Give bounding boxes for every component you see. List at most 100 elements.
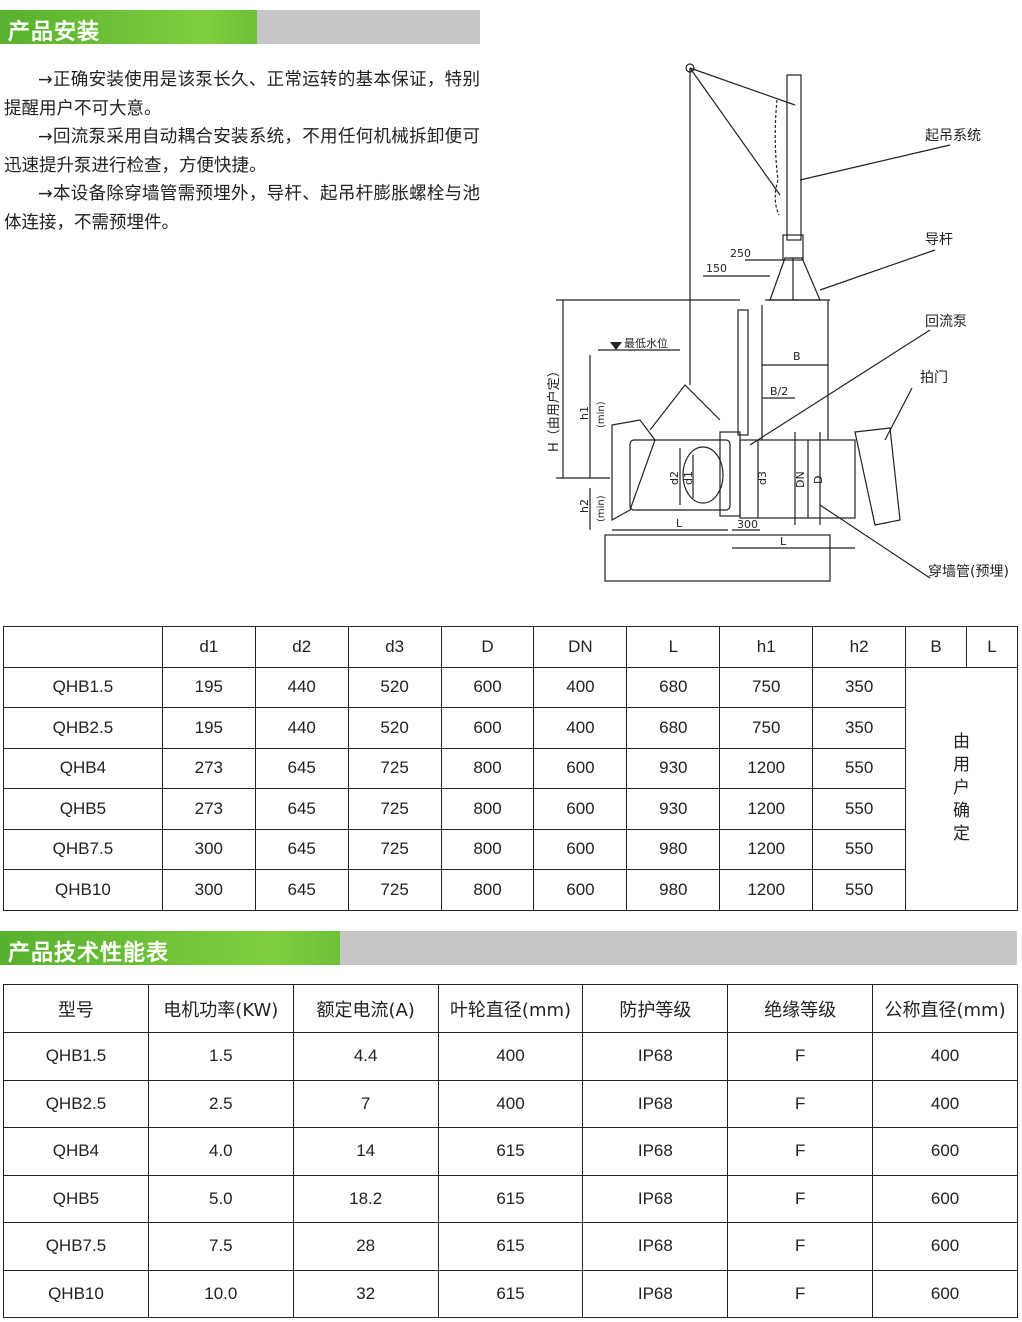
table-cell: QHB1.5 [3, 1032, 149, 1081]
table-cell: 32 [292, 1269, 439, 1318]
table-cell: 440 [254, 666, 349, 708]
table-cell: 725 [347, 828, 442, 870]
table-cell: 615 [437, 1174, 584, 1223]
table-row: QHB4 4.0 14 615 IP68 F 600 [3, 1127, 1018, 1176]
table-cell: 615 [437, 1222, 584, 1271]
table-cell: IP68 [582, 1222, 729, 1271]
dim-300: 300 [737, 518, 758, 531]
table-header: d3 [347, 626, 442, 668]
table-cell: 2.5 [147, 1079, 294, 1128]
table-row: QHB10 300 645 725 800 600 980 1200 550 [3, 869, 1018, 911]
table-row: QHB1.5 1.5 4.4 400 IP68 F 400 [3, 1032, 1018, 1081]
table-header: 电机功率(KW) [147, 984, 294, 1033]
table-header-row: 型号 电机功率(KW) 额定电流(A) 叶轮直径(mm) 防护等级 绝缘等级 公… [3, 984, 1018, 1033]
table-row: QHB5 273 645 725 800 600 930 1200 550 [3, 788, 1018, 830]
table-cell: F [727, 1032, 874, 1081]
dim-h-total: H（由用户定） [546, 364, 562, 452]
table-cell: 550 [812, 869, 907, 911]
callout-guide-rail: 导杆 [925, 232, 953, 248]
table-cell: QHB2.5 [3, 707, 163, 749]
table-cell: 400 [533, 666, 628, 708]
table-cell: 195 [161, 666, 256, 708]
table-cell: 980 [626, 869, 721, 911]
table-row: QHB5 5.0 18.2 615 IP68 F 600 [3, 1174, 1018, 1223]
table-cell: 725 [347, 788, 442, 830]
dim-h1: h1 [578, 406, 591, 420]
dim-l-pipe: L [780, 535, 787, 548]
table-header: 绝缘等级 [727, 984, 874, 1033]
table-cell: 600 [533, 747, 628, 789]
note-char: 定 [953, 824, 971, 844]
note-char: 户 [953, 778, 971, 798]
table-header: D [440, 626, 535, 668]
table-cell: 400 [533, 707, 628, 749]
table-cell: 4.4 [292, 1032, 439, 1081]
table-cell: 195 [161, 707, 256, 749]
table-cell: 520 [347, 707, 442, 749]
table-cell: 600 [533, 788, 628, 830]
table-header [3, 626, 163, 668]
table-header-row: d1 d2 d3 D DN L h1 h2 B L [3, 626, 1018, 668]
table-cell: 350 [812, 707, 907, 749]
table-cell: IP68 [582, 1269, 729, 1318]
table-cell: F [727, 1174, 874, 1223]
table-cell: 750 [719, 707, 814, 749]
table-cell: F [727, 1127, 874, 1176]
callout-wall-pipe: 穿墙管(预埋) [928, 564, 1009, 580]
table-cell: 400 [437, 1079, 584, 1128]
pump-body [629, 439, 731, 511]
table-cell: 400 [437, 1032, 584, 1081]
table-cell: 1200 [719, 869, 814, 911]
discharge-pipe [739, 439, 856, 519]
table-cell: 18.2 [292, 1174, 439, 1223]
table-cell: 1.5 [147, 1032, 294, 1081]
section-title-install: 产品安装 [8, 20, 101, 45]
dim-b-half: B/2 [770, 385, 788, 398]
user-defined-note: 由 用 户 确 定 [905, 666, 1018, 911]
table-cell: 645 [254, 828, 349, 870]
dim-b: B [793, 350, 801, 363]
table-cell: IP68 [582, 1079, 729, 1128]
table-cell: QHB10 [3, 1269, 149, 1318]
table-row: QHB7.5 7.5 28 615 IP68 F 600 [3, 1222, 1018, 1271]
table-cell: 725 [347, 747, 442, 789]
table-cell: 7 [292, 1079, 439, 1128]
table-cell: QHB2.5 [3, 1079, 149, 1128]
table-cell: QHB7.5 [3, 1222, 149, 1271]
note-char: 用 [953, 755, 971, 775]
table-cell: 615 [437, 1127, 584, 1176]
flap-valve [854, 427, 901, 526]
table-header: 防护等级 [582, 984, 729, 1033]
table-cell: 600 [533, 828, 628, 870]
table-cell: 7.5 [147, 1222, 294, 1271]
table-cell: 615 [437, 1269, 584, 1318]
table-cell: 800 [440, 747, 535, 789]
table-cell: 400 [872, 1079, 1018, 1128]
table-cell: 600 [872, 1127, 1018, 1176]
intro-paragraph: →正确安装使用是该泵长久、正常运转的基本保证，特别提醒用户不可大意。 [4, 70, 480, 119]
table-cell: 440 [254, 707, 349, 749]
table-header: 公称直径(mm) [872, 984, 1018, 1033]
table-row: QHB1.5 195 440 520 600 400 680 750 350 由… [3, 666, 1018, 911]
table-cell: QHB5 [3, 788, 163, 830]
table-cell: 930 [626, 788, 721, 830]
dim-d3: d3 [756, 471, 769, 485]
table-cell: 600 [533, 869, 628, 911]
table-header: d1 [161, 626, 256, 668]
table-cell: QHB10 [3, 869, 163, 911]
table-cell: F [727, 1079, 874, 1128]
table-cell: QHB4 [3, 1127, 149, 1176]
table-cell: 273 [161, 747, 256, 789]
table-cell: 800 [440, 828, 535, 870]
table-header: B [905, 626, 968, 668]
table-cell: IP68 [582, 1127, 729, 1176]
table-cell: 600 [872, 1174, 1018, 1223]
table-row: QHB7.5 300 645 725 800 600 980 1200 550 [3, 828, 1018, 870]
table-cell: 800 [440, 788, 535, 830]
table-cell: 645 [254, 869, 349, 911]
table-cell: 980 [626, 828, 721, 870]
dim-250: 250 [730, 247, 751, 260]
table-cell: 1200 [719, 747, 814, 789]
guide-rail [737, 309, 749, 436]
table-cell: 725 [347, 869, 442, 911]
